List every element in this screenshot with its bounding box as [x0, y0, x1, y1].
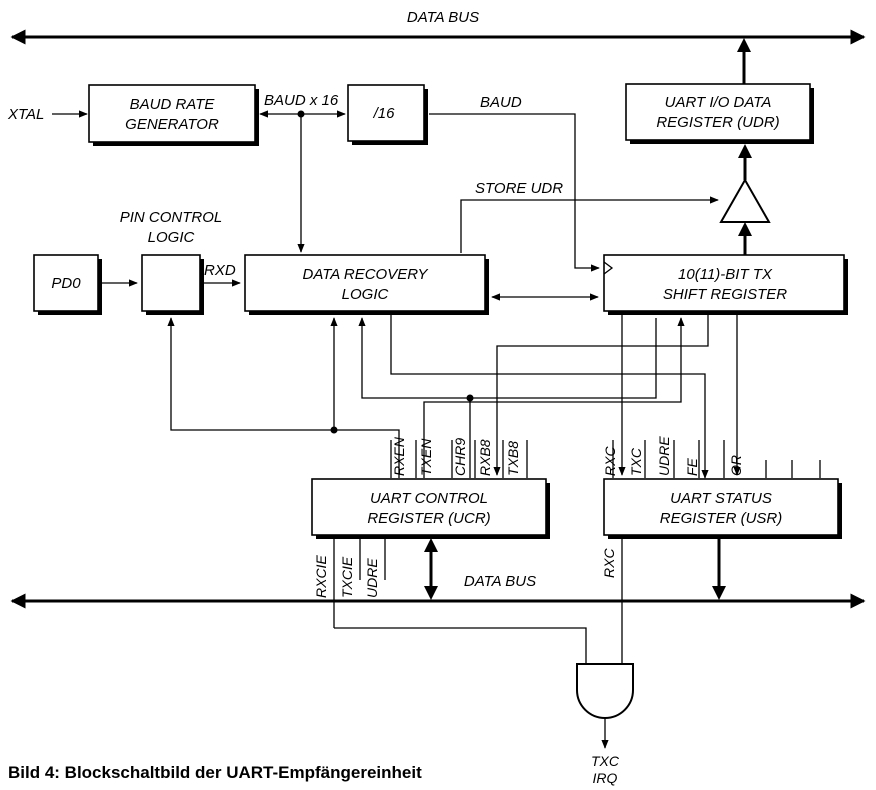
- ucr-bit-txen: TXEN: [418, 438, 434, 476]
- rxd-label: RXD: [204, 262, 236, 279]
- store-udr-label: STORE UDR: [475, 180, 563, 197]
- data-recovery-block: DATA RECOVERY LOGIC: [244, 254, 489, 315]
- udr-block: UART I/O DATA REGISTER (UDR): [625, 83, 814, 144]
- usr-block: UART STATUS REGISTER (USR): [603, 478, 842, 539]
- div16-block: /16: [347, 84, 428, 145]
- baud-wire: [429, 113, 600, 272]
- baud-label: BAUD: [480, 94, 522, 111]
- ucr-bit-txb8: TXB8: [505, 441, 521, 476]
- store-udr-wire: [460, 196, 719, 253]
- baud-rate-generator-line1: BAUD RATE: [130, 96, 216, 113]
- baud-rate-generator-block: BAUD RATE GENERATOR: [88, 84, 259, 146]
- udr-line2: REGISTER (UDR): [656, 114, 779, 131]
- ucr-line2: REGISTER (UCR): [367, 510, 490, 527]
- bottom-data-bus: DATA BUS: [10, 573, 866, 609]
- usr-line2: REGISTER (USR): [660, 510, 783, 527]
- data-recovery-line1: DATA RECOVERY: [302, 266, 428, 283]
- top-data-bus: DATA BUS: [10, 9, 866, 45]
- ucr-bit-chr9: CHR9: [452, 438, 468, 476]
- data-recovery-line2: LOGIC: [342, 286, 389, 303]
- shift-register-block: 10(11)-BIT TX SHIFT REGISTER: [603, 254, 848, 315]
- ucr-block: UART CONTROL REGISTER (UCR): [311, 478, 550, 539]
- usr-bit-rxc: RXC: [602, 446, 618, 476]
- usr-top-bits: RXC TXC UDRE FE OR: [602, 436, 821, 478]
- shift-register-line1: 10(11)-BIT TX: [678, 266, 773, 283]
- and-gate: [576, 663, 634, 749]
- usr-bit-rxc-bottom: RXC: [601, 548, 617, 578]
- tristate-buffer: [719, 144, 771, 255]
- figure-caption: Bild 4: Blockschaltbild der UART-Empfäng…: [8, 763, 422, 782]
- ucr-bit-udre: UDRE: [364, 558, 380, 598]
- div16-label: /16: [373, 105, 396, 122]
- udr-line1: UART I/O DATA: [665, 94, 772, 111]
- pin-control-block: [141, 254, 204, 315]
- shift-register-line2: SHIFT REGISTER: [663, 286, 787, 303]
- irq-line1: TXC: [591, 753, 620, 769]
- ucr-bit-rxen: RXEN: [391, 436, 407, 476]
- ucr-top-bits: RXEN TXEN CHR9 RXB8 TXB8: [390, 436, 528, 478]
- usr-bit-fe: FE: [684, 457, 700, 476]
- ucr-bit-txcie: TXCIE: [339, 556, 355, 598]
- usr-bit-udre: UDRE: [656, 436, 672, 476]
- bottom-data-bus-label: DATA BUS: [464, 573, 536, 590]
- ucr-bus-link: [424, 538, 438, 600]
- ucr-bit-rxcie: RXCIE: [313, 555, 329, 598]
- pd0-block: PD0: [33, 254, 102, 315]
- control-wires: [167, 312, 741, 479]
- top-data-bus-label: DATA BUS: [407, 9, 479, 26]
- usr-bit-or: OR: [728, 455, 744, 476]
- irq-line2: IRQ: [593, 770, 618, 786]
- ucr-bottom-bits: RXCIE TXCIE UDRE: [313, 537, 386, 628]
- ucr-bit-rxb8: RXB8: [477, 439, 493, 476]
- usr-line1: UART STATUS: [670, 490, 772, 507]
- baud-rate-generator-line2: GENERATOR: [125, 116, 219, 133]
- usr-bit-txc: TXC: [628, 447, 644, 476]
- xtal-label: XTAL: [7, 106, 44, 123]
- ucr-line1: UART CONTROL: [370, 490, 488, 507]
- rxcie-to-and: [334, 627, 587, 664]
- pd0-label: PD0: [51, 275, 81, 292]
- baud-x16-label: BAUD x 16: [264, 92, 339, 109]
- pin-control-title-line1: PIN CONTROL: [120, 209, 223, 226]
- usr-bus-link: [712, 537, 726, 600]
- pin-control-title-line2: LOGIC: [148, 229, 195, 246]
